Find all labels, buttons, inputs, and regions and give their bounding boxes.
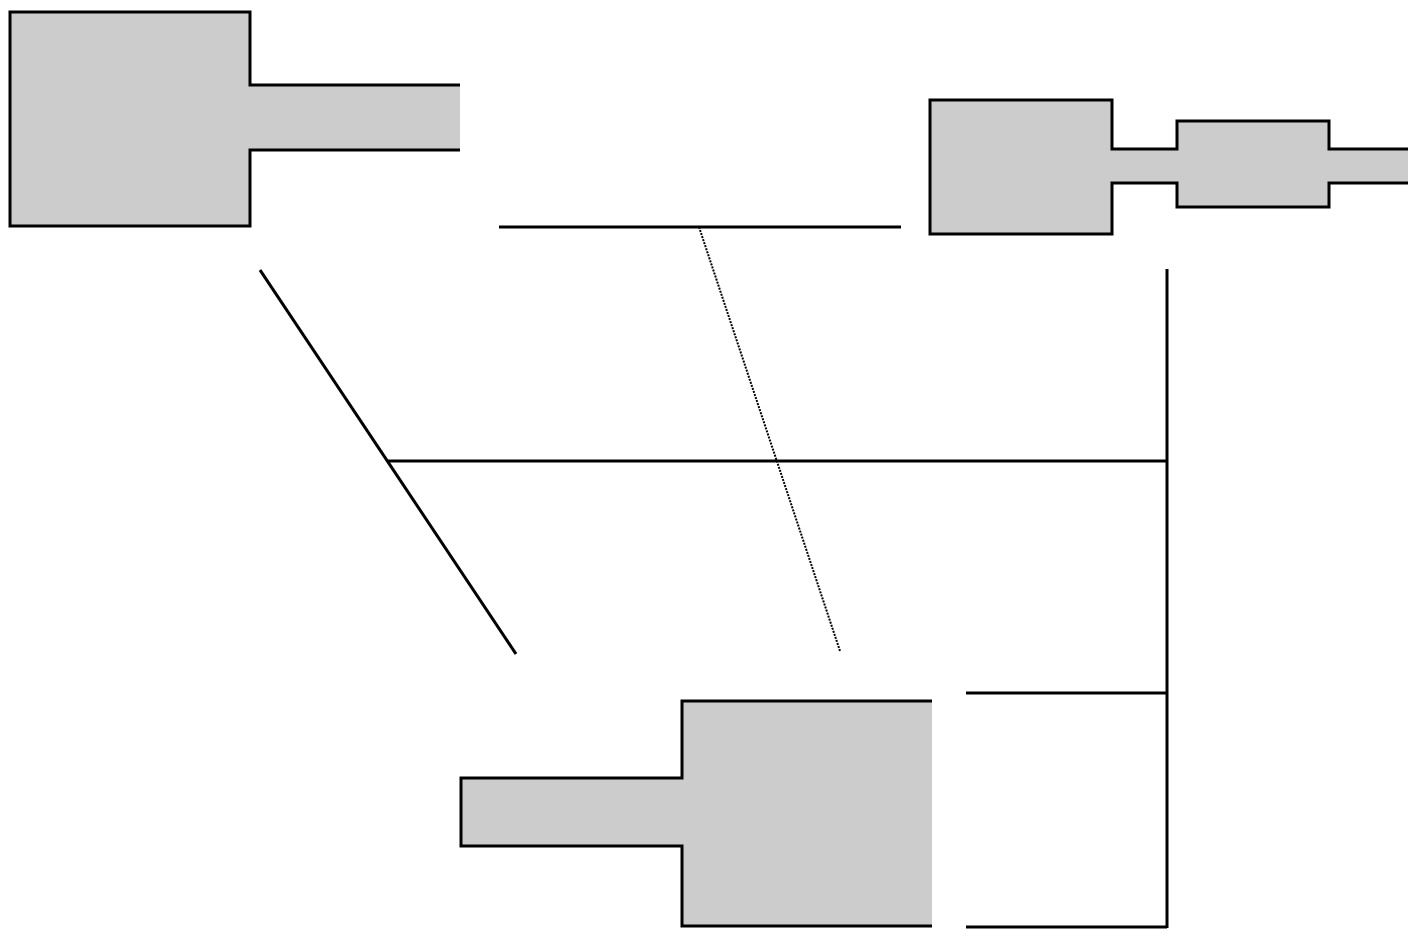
stepped-block-top-left-outline [8, 10, 460, 228]
stepped-block-top-right-outline [928, 98, 1408, 236]
stepped-block-bottom [459, 699, 932, 928]
dotted-diagonal-line [698, 226, 841, 652]
stepped-block-bottom-fill [461, 701, 932, 926]
stepped-block-top-right-fill [930, 100, 1408, 234]
stepped-block-top-left-fill [10, 12, 460, 226]
stepped-block-top-right [928, 98, 1408, 236]
stepped-block-top-left [8, 10, 460, 228]
stepped-block-bottom-outline [459, 699, 932, 928]
